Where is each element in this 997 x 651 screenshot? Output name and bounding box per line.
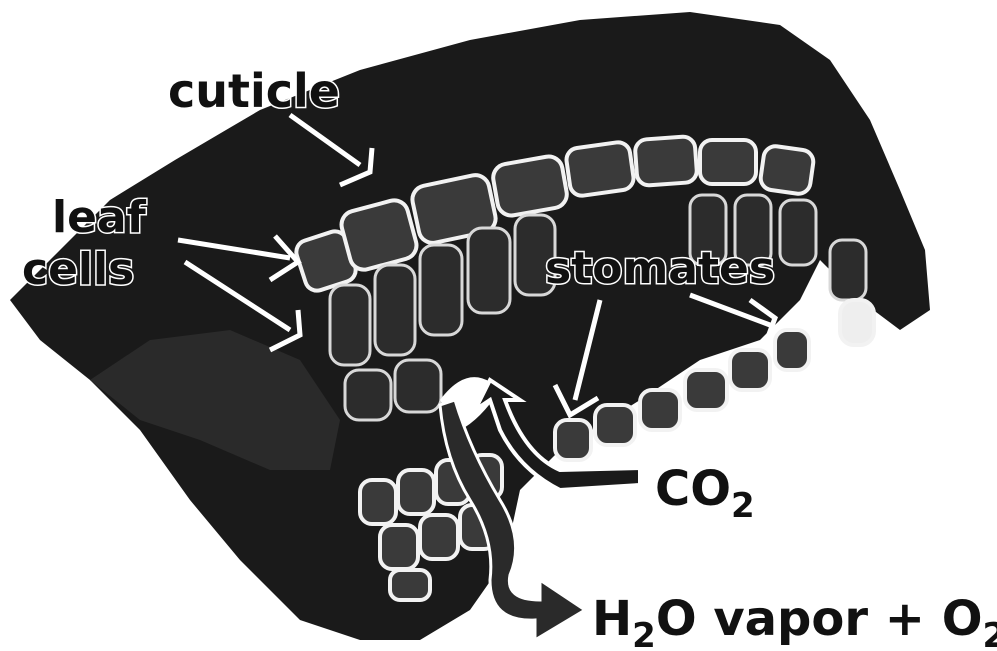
h2o-h-text: H <box>592 591 632 647</box>
o2-subscript: 2 <box>983 616 997 651</box>
co2-main-text: CO <box>655 461 731 517</box>
label-cuticle: cuticle <box>168 64 340 118</box>
label-cells: cells <box>22 244 134 295</box>
co2-subscript: 2 <box>731 486 755 526</box>
h2o-subscript: 2 <box>632 616 656 651</box>
label-leaf: leaf <box>52 192 147 243</box>
h2o-rest-text: O vapor + O <box>656 591 983 647</box>
label-co2: CO2 <box>655 461 755 526</box>
label-h2o-vapor-o2: H2O vapor + O2 <box>592 591 997 651</box>
label-stomates: stomates <box>545 243 775 294</box>
